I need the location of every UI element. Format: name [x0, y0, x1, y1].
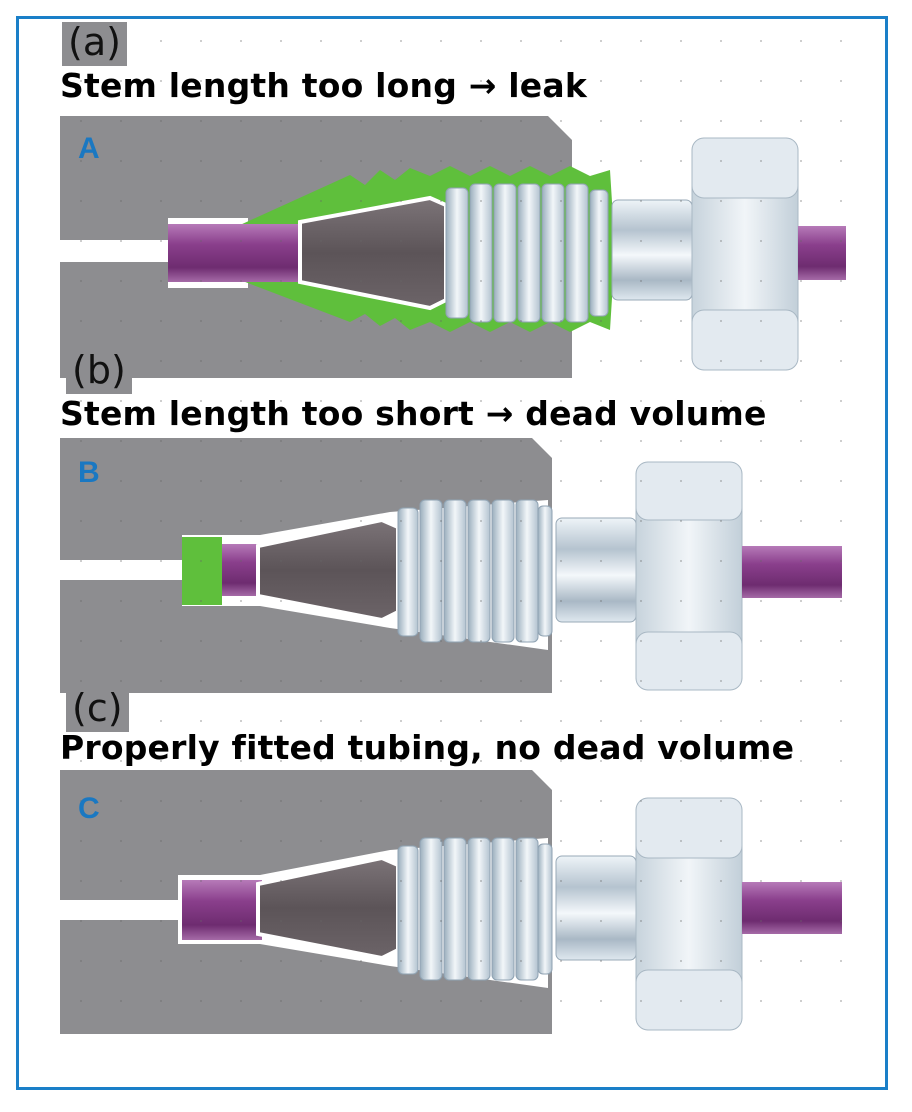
panel-letter-c: C	[78, 792, 100, 825]
caption-c: Properly fitted tubing, no dead volume	[60, 728, 795, 767]
caption-b: Stem length too short → dead volume	[60, 394, 767, 433]
caption-a: Stem length too long → leak	[60, 66, 588, 105]
panel-letter-b: B	[78, 456, 100, 489]
guide-grid	[56, 20, 856, 1040]
panel-tag-c: (c)	[66, 688, 129, 732]
figure-frame	[16, 16, 888, 1090]
panel-tag-b: (b)	[66, 350, 132, 394]
panel-tag-a: (a)	[62, 22, 127, 66]
panel-letter-a: A	[78, 132, 100, 165]
